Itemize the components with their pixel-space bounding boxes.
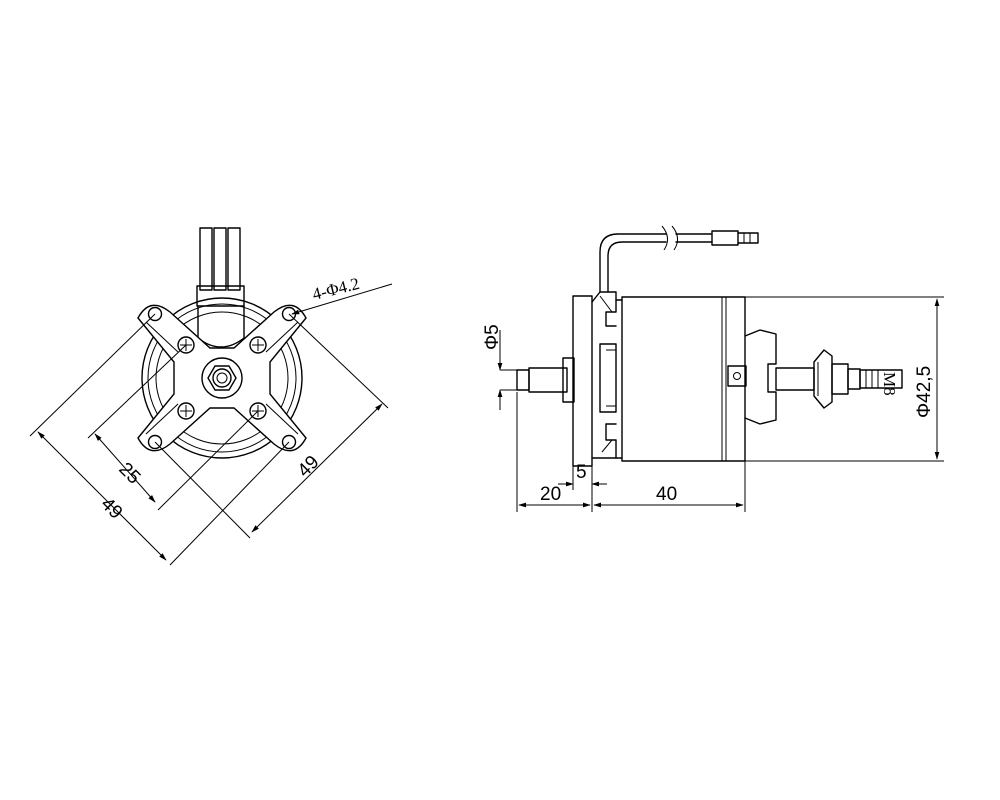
center-shaft — [201, 357, 243, 399]
front-shaft — [516, 357, 575, 403]
screw-top-right — [249, 336, 267, 354]
dim-body-diameter: Φ42,5 — [745, 296, 944, 462]
dim-lengths: 5 20 40 — [516, 392, 746, 512]
motor-housing — [141, 297, 303, 459]
dim-shaft-diameter: Φ5 — [482, 324, 520, 410]
screw-bottom-left — [177, 402, 195, 420]
side-view: M8 Φ5 Φ42,5 5 20 40 — [482, 225, 944, 512]
shaft-length-label: 20 — [540, 484, 561, 505]
dim-diag-right-label: 49 — [294, 452, 324, 482]
thread-label: M8 — [880, 372, 899, 396]
body-diameter-label: Φ42,5 — [914, 366, 935, 418]
x-mount — [137, 304, 307, 452]
cross-mount-profile — [591, 291, 617, 459]
lead-cable — [599, 225, 759, 293]
mount-hole-top-left — [147, 306, 163, 322]
hole-callout-label: 4-Φ4.2 — [310, 274, 361, 304]
shaft-diameter-label: Φ5 — [482, 324, 503, 350]
rear-bell: M8 — [744, 329, 903, 425]
body-length-label: 40 — [656, 484, 677, 505]
dim-diag-outer-left-label: 49 — [96, 494, 126, 524]
flange-thickness-label: 5 — [576, 462, 587, 483]
front-view: 4-Φ4.2 49 25 49 — [29, 227, 393, 566]
wire-leads — [196, 227, 245, 348]
hole-callout: 4-Φ4.2 — [291, 274, 393, 315]
motor-body — [615, 296, 747, 462]
mounting-flange — [572, 295, 593, 467]
